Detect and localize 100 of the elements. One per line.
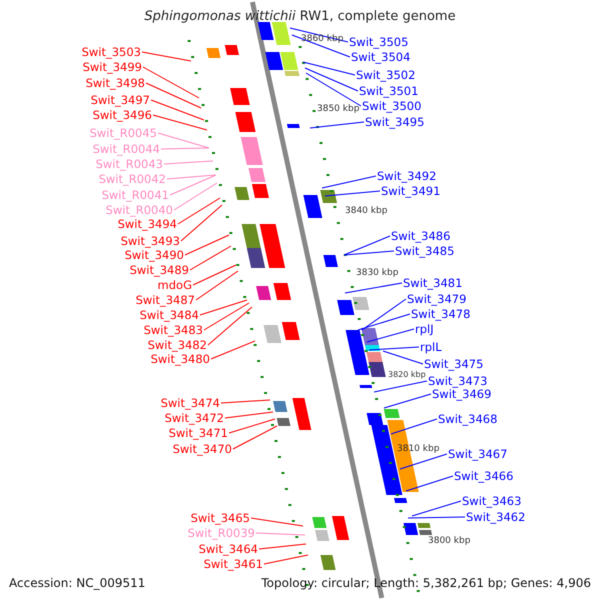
gene-label: Swit_3470 bbox=[172, 442, 232, 456]
leader-line bbox=[208, 306, 252, 346]
gene-label: Swit_R0043 bbox=[96, 157, 163, 171]
leader-line bbox=[344, 250, 394, 256]
leader-line bbox=[210, 340, 256, 360]
leader-line bbox=[306, 72, 362, 106]
leader-line bbox=[322, 176, 376, 188]
leader-line bbox=[264, 554, 308, 564]
gene-label: Swit_3482 bbox=[148, 338, 207, 352]
leader-line bbox=[200, 300, 248, 316]
gene-label: Swit_3471 bbox=[168, 426, 228, 440]
gene-label: Swit_3489 bbox=[130, 263, 189, 277]
gene-label: Swit_3485 bbox=[395, 244, 454, 258]
gene-label: Swit_3462 bbox=[466, 510, 526, 524]
leader-line bbox=[292, 34, 350, 58]
gene-label: mdoG bbox=[158, 278, 192, 292]
leader-line bbox=[302, 62, 356, 76]
gene-label: Swit_3505 bbox=[349, 35, 408, 49]
leader-line bbox=[142, 52, 192, 62]
gene-label: Swit_3467 bbox=[448, 447, 508, 461]
gene-label: Swit_3469 bbox=[432, 387, 492, 401]
leader-line bbox=[310, 122, 364, 128]
gene-label: Swit_3475 bbox=[424, 357, 484, 371]
leader-line bbox=[390, 418, 438, 434]
gene-label: Swit_3461 bbox=[204, 557, 263, 571]
leader-line bbox=[406, 476, 454, 492]
gene-label: Swit_3498 bbox=[86, 76, 145, 90]
gene-label: Swit_3497 bbox=[90, 93, 150, 107]
gene-label: rplJ bbox=[415, 322, 434, 336]
leader-line bbox=[158, 132, 210, 148]
gene-label: Swit_3464 bbox=[198, 542, 258, 556]
gene-label: Swit_3487 bbox=[136, 293, 195, 307]
gene-label: Swit_R0039 bbox=[188, 526, 255, 540]
map-title: Sphingomonas wittichii RW1, complete genome bbox=[143, 10, 457, 24]
leader-line bbox=[344, 236, 390, 256]
leader-line bbox=[412, 500, 462, 516]
gene-label: Swit_3493 bbox=[120, 234, 180, 248]
gene-label: Swit_R0042 bbox=[98, 172, 166, 186]
leader-line bbox=[180, 204, 222, 242]
gene-label: Swit_3472 bbox=[164, 411, 224, 425]
gene-label: Swit_3494 bbox=[118, 217, 177, 231]
scale-label: 3820 kbp bbox=[388, 370, 426, 380]
leader-line bbox=[362, 298, 406, 330]
leader-line bbox=[344, 282, 402, 294]
leader-line bbox=[142, 66, 200, 98]
gene-label: Swit_3503 bbox=[82, 45, 141, 59]
gene-label: Swit_3486 bbox=[391, 229, 450, 243]
leader-line bbox=[220, 400, 270, 404]
gene-label: Swit_3474 bbox=[160, 396, 220, 410]
gene-label: Swit_3473 bbox=[428, 374, 488, 388]
leader-line bbox=[190, 246, 232, 270]
leader-line bbox=[196, 270, 238, 300]
leader-line bbox=[400, 454, 448, 470]
gene-label: Swit_3495 bbox=[365, 115, 424, 129]
leader-line bbox=[170, 174, 216, 196]
gene-label: Swit_3484 bbox=[140, 308, 199, 322]
gene-label: Swit_3504 bbox=[351, 50, 410, 64]
gene-label: Swit_3491 bbox=[381, 184, 440, 198]
gene-label: Swit_R0041 bbox=[102, 188, 169, 202]
leader-line bbox=[304, 68, 358, 92]
leader-line bbox=[192, 264, 236, 286]
leader-line bbox=[174, 182, 218, 210]
leader-line bbox=[164, 160, 214, 164]
leader-line bbox=[228, 418, 276, 434]
leader-line bbox=[256, 532, 306, 536]
gene-label: Swit_R0045 bbox=[90, 126, 157, 140]
scale-label: 3840 kbp bbox=[345, 206, 388, 216]
leader-line bbox=[250, 518, 304, 526]
leader-line bbox=[384, 394, 432, 408]
gene-label: Swit_3480 bbox=[150, 352, 210, 366]
leader-line bbox=[382, 350, 424, 364]
gene-label: Swit_3465 bbox=[190, 511, 250, 525]
gene-label: Swit_3499 bbox=[82, 60, 142, 74]
gene-label: Swit_3502 bbox=[356, 68, 416, 82]
leader-line bbox=[224, 412, 274, 418]
gene-label: Swit_3501 bbox=[359, 84, 418, 98]
genome-summary-text: Topology: circular; Length: 5,382,261 bp; Genes: 4,906 bbox=[261, 577, 591, 589]
gene-label: Swit_3496 bbox=[92, 108, 152, 122]
leader-line bbox=[408, 516, 466, 518]
leader-line bbox=[160, 148, 210, 150]
scale-label: 3850 kbp bbox=[317, 104, 360, 114]
leader-line bbox=[204, 302, 250, 330]
gene-label: Swit_3479 bbox=[407, 292, 466, 306]
scale-label: 3800 kbp bbox=[428, 536, 470, 546]
leader-line bbox=[150, 100, 204, 120]
leader-line bbox=[166, 174, 216, 180]
accession-text: Accession: NC_009511 bbox=[9, 577, 146, 589]
leader-line bbox=[368, 346, 420, 350]
leader-line bbox=[146, 82, 202, 108]
leader-line bbox=[258, 544, 306, 550]
leader-line bbox=[374, 380, 428, 392]
gene-label: Swit_3478 bbox=[411, 307, 470, 321]
leader-line bbox=[184, 234, 230, 256]
scale-label: 3830 kbp bbox=[356, 268, 398, 278]
gene-label: Swit_3463 bbox=[462, 494, 522, 508]
gene-label: Swit_3483 bbox=[144, 323, 203, 337]
gene-label: Swit_R0040 bbox=[106, 203, 173, 217]
leader-line bbox=[366, 328, 414, 342]
gene-label: Swit_3492 bbox=[377, 169, 436, 183]
gene-label: Swit_3481 bbox=[403, 276, 462, 290]
